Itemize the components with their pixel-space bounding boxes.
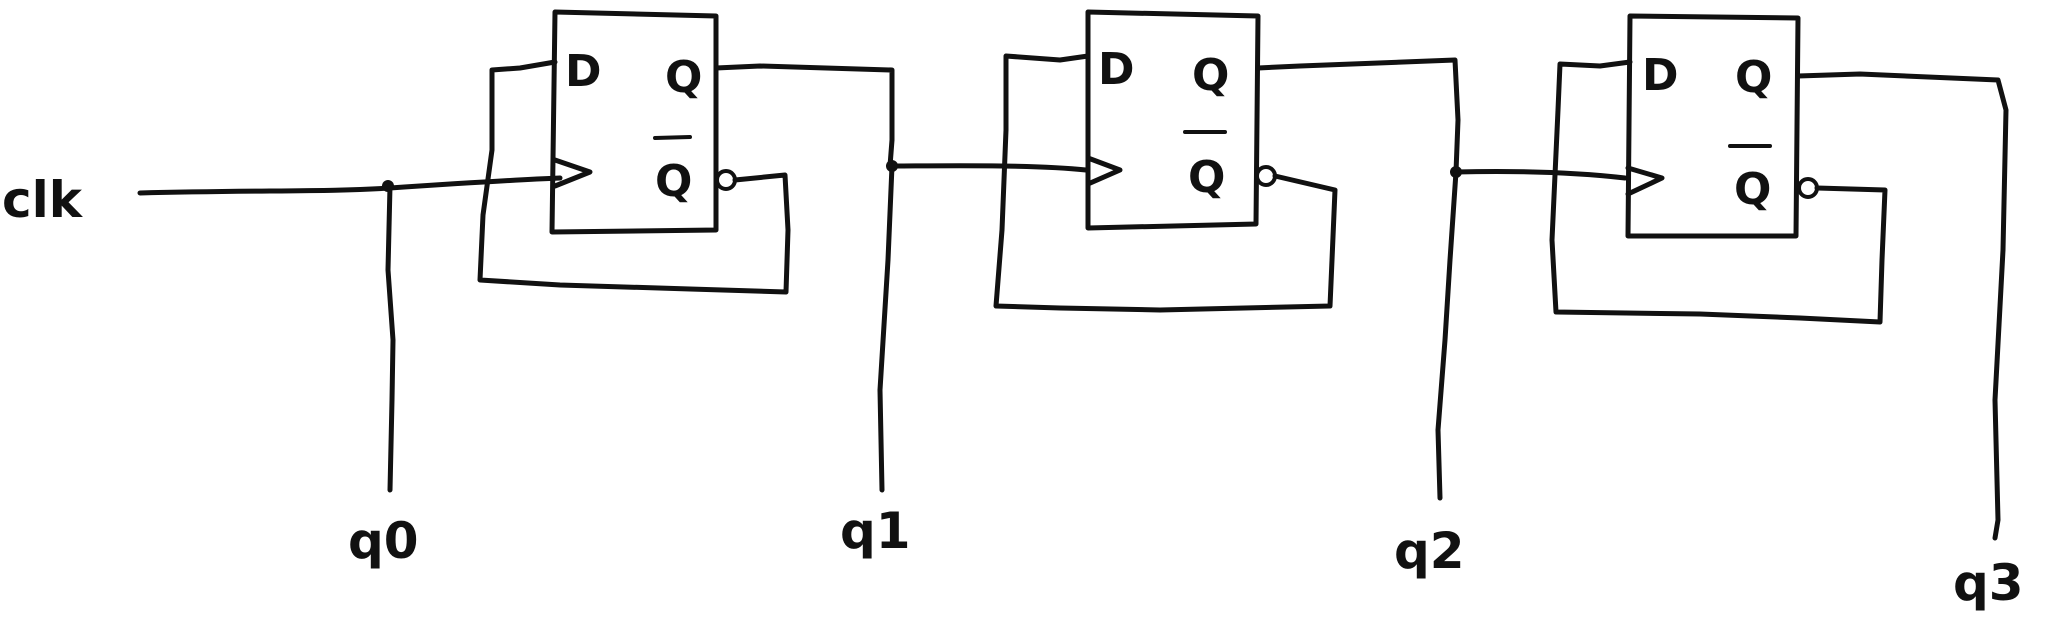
q2-label: q2 (1394, 522, 1465, 580)
flip-flop-2-inversion-bubble (1255, 165, 1277, 187)
flip-flop-3-q-pin: Q (1735, 52, 1772, 103)
q3-wire (1795, 71, 2009, 541)
flip-flop-3-feedback-wire (1549, 59, 1888, 325)
flip-flop-2-feedback-wire (993, 53, 1338, 313)
flip-flop-3: D Q Q (1625, 13, 1819, 239)
flip-flop-1: D Q Q (549, 9, 737, 235)
flip-flop-2-q-pin: Q (1192, 50, 1229, 101)
clock-wire (137, 175, 563, 196)
flip-flop-1-d-pin: D (565, 46, 602, 97)
flip-flop-3-qbar-pin: Q (1734, 164, 1771, 215)
flip-flop-2-d-pin: D (1098, 44, 1135, 95)
clock-label: clk (2, 171, 84, 229)
flip-flop-2-clock-triangle (1085, 155, 1123, 187)
flip-flop-1-qbar-pin: Q (655, 156, 692, 207)
flip-flop-3-box (1625, 13, 1801, 239)
flip-flop-3-d-pin: D (1642, 50, 1679, 101)
q0-label: q0 (348, 512, 419, 570)
flip-flop-1-clock-triangle (552, 157, 593, 189)
flip-flop-3-inversion-bubble (1797, 177, 1819, 199)
flip-flop-1-q-pin: Q (665, 52, 702, 103)
q2-wire (1255, 57, 1628, 181)
q0-output-wire (385, 183, 396, 493)
q1-label: q1 (840, 502, 911, 560)
flip-flop-1-inversion-bubble (715, 169, 737, 191)
flip-flop-1-qbar-overline (653, 135, 692, 140)
flip-flop-2: D Q Q (1085, 9, 1277, 231)
flip-flop-2-qbar-pin: Q (1188, 152, 1225, 203)
q1-wire (713, 63, 1089, 173)
flip-flop-1-feedback-wire (477, 59, 791, 295)
q3-label: q3 (1953, 554, 2024, 612)
q1-output-wire (877, 163, 895, 493)
flip-flop-3-clock-triangle (1625, 165, 1665, 197)
q2-output-wire (1435, 169, 1459, 501)
